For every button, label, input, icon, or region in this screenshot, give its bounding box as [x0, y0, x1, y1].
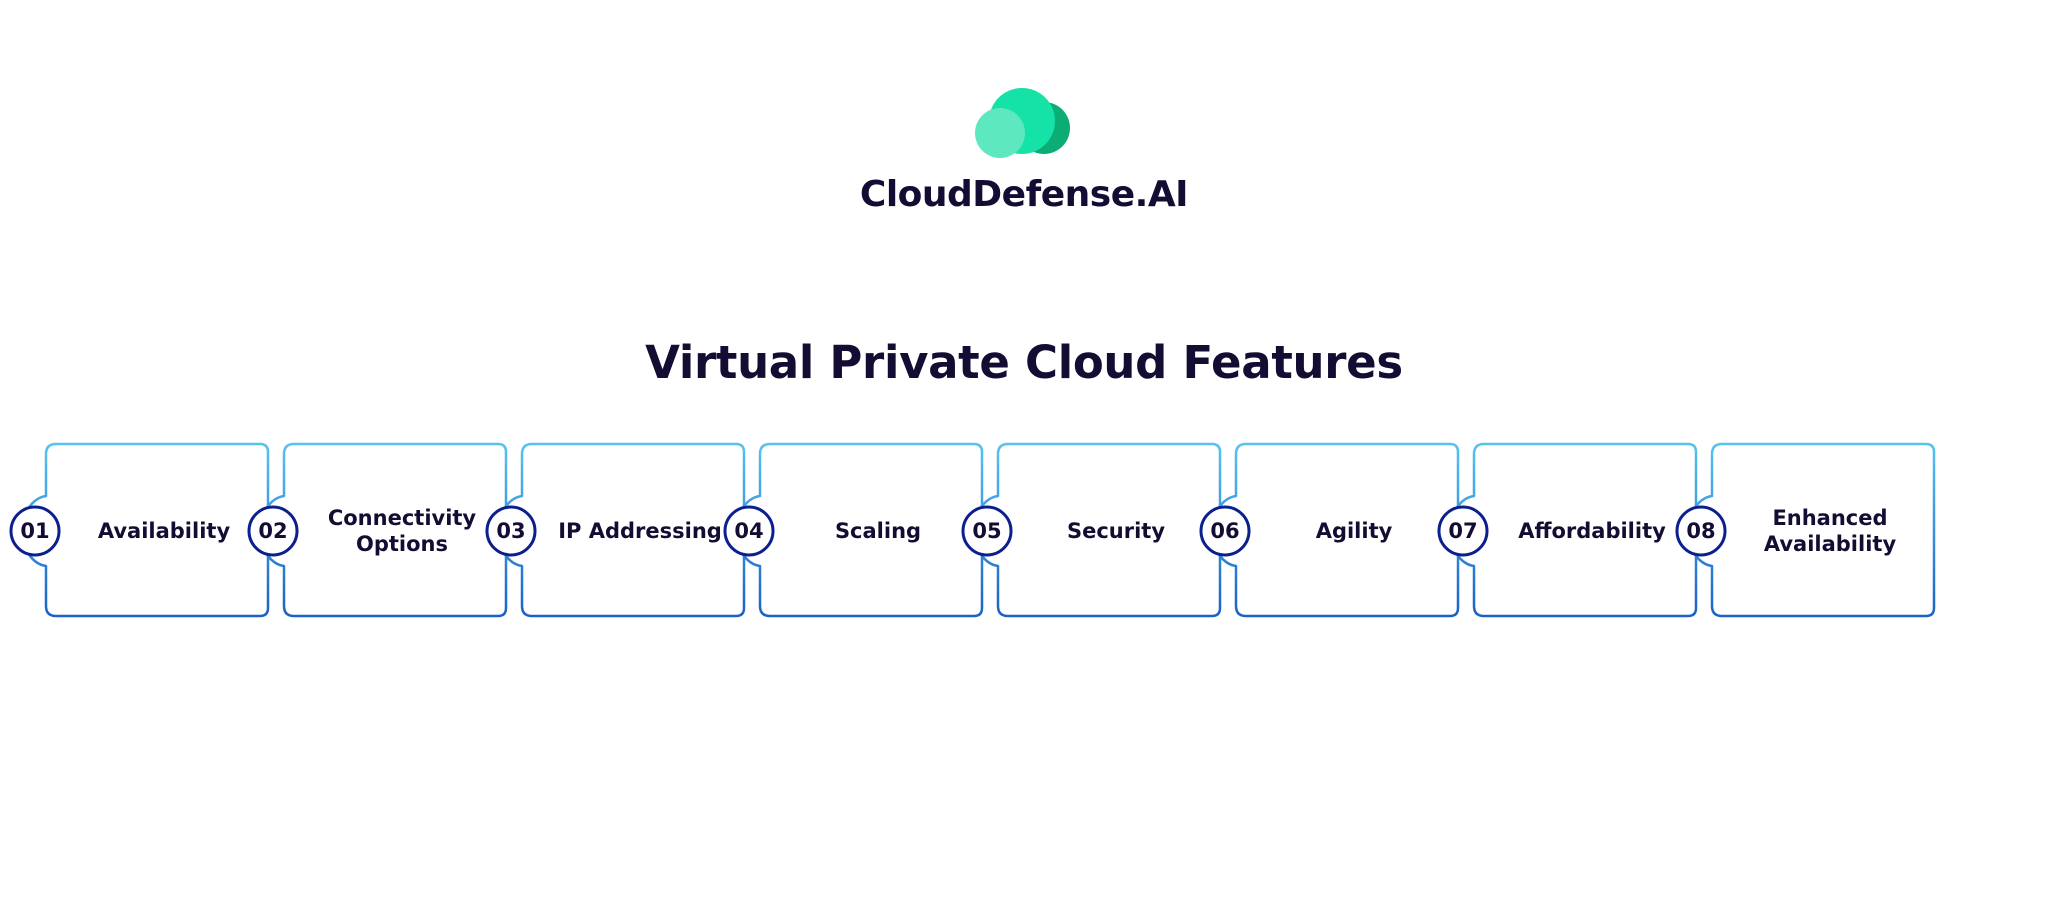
step-number-badge: 05 [972, 519, 1002, 543]
number-badge-ring [1675, 505, 1727, 557]
feature-card-frame [485, 442, 746, 618]
step-number-badge: 02 [258, 519, 288, 543]
number-badge-ring [247, 505, 299, 557]
feature-label: Affordability [1518, 518, 1666, 543]
card-outline [20, 442, 270, 618]
feature-step: 01 Availability [9, 440, 280, 620]
step-number-badge: 03 [496, 519, 526, 543]
number-badge-ring [9, 505, 61, 557]
feature-card-frame [9, 442, 270, 618]
number-badge-ring [961, 505, 1013, 557]
step-number-badge: 08 [1686, 519, 1716, 543]
card-outline [972, 442, 1222, 618]
number-badge-ring [723, 505, 775, 557]
feature-step: 05 Security [961, 440, 1232, 620]
step-number-badge: 04 [734, 519, 764, 543]
card-outline [734, 442, 984, 618]
feature-label: IP Addressing [558, 518, 722, 543]
feature-step: 07 Affordability [1437, 440, 1708, 620]
card-outline [496, 442, 746, 618]
feature-label: Agility [1315, 518, 1393, 543]
brand-logo: CloudDefense.AI [0, 88, 2048, 215]
cloud-logo-icon [975, 88, 1070, 158]
card-outline [1448, 442, 1698, 618]
feature-step: 04 Scaling [723, 440, 994, 620]
brand-name: CloudDefense.AI [859, 174, 1189, 215]
feature-card-frame [723, 442, 984, 618]
step-number-badge: 06 [1210, 519, 1240, 543]
page-title: Virtual Private Cloud Features [645, 336, 1403, 389]
feature-label: Availability [97, 518, 231, 543]
step-number-badge: 07 [1448, 519, 1478, 543]
step-number-badge: 01 [20, 519, 50, 543]
card-outline [1686, 442, 1936, 618]
feature-card-frame [1199, 442, 1460, 618]
feature-step: 06 Agility [1199, 440, 1470, 620]
number-badge-ring [485, 505, 537, 557]
number-badge-ring [1437, 505, 1489, 557]
feature-label: Scaling [834, 518, 922, 543]
feature-label: Security [1066, 518, 1166, 543]
card-outline [258, 442, 508, 618]
feature-card-frame [247, 442, 508, 618]
feature-card-frame [961, 442, 1222, 618]
feature-step: 03 IP Addressing [485, 440, 756, 620]
card-outline [1210, 442, 1460, 618]
number-badge-ring [1199, 505, 1251, 557]
feature-card-frame [1437, 442, 1698, 618]
feature-card-frame [1675, 442, 1936, 618]
